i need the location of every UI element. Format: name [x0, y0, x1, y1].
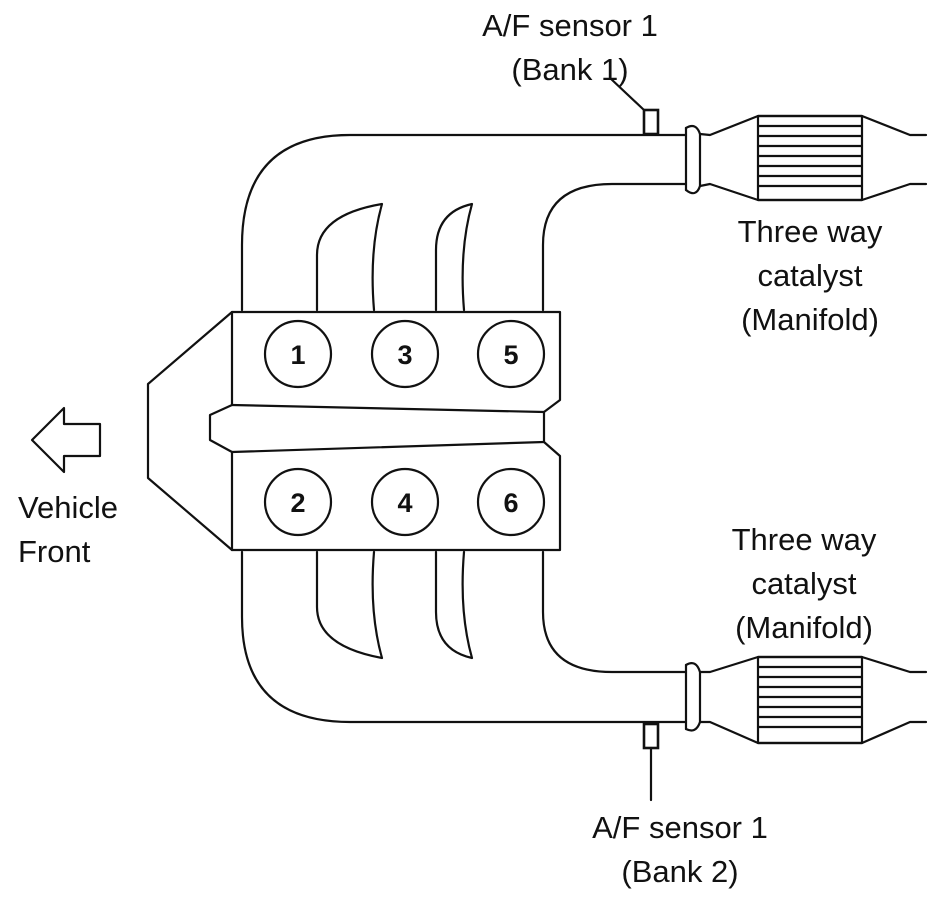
cylinder-6-label: 6: [503, 488, 518, 518]
catalyst-lower-title: Three way: [731, 522, 877, 557]
left-arrow-outline-icon: [30, 406, 102, 474]
cylinder-3-label: 3: [397, 340, 412, 370]
catalyst-lower: [684, 655, 928, 745]
af-sensor-bank-2-label: A/F sensor 1 (Bank 2): [550, 806, 810, 894]
af-sensor-bank-1-title: A/F sensor 1: [482, 8, 658, 43]
catalyst-upper-title: Three way: [737, 214, 883, 249]
af-sensor-bank-2-bank: (Bank 2): [621, 854, 739, 889]
af-sensor-bank-1-bank: (Bank 1): [511, 52, 629, 87]
cylinder-bank-2: 2 4 6: [263, 467, 546, 537]
catalyst-upper: [684, 114, 928, 202]
af-sensor-bank-2: [642, 722, 660, 802]
cylinder-6-circle: [476, 467, 546, 537]
vehicle-front-line1: Vehicle: [18, 490, 118, 525]
catalyst-lower-location: (Manifold): [735, 610, 873, 645]
vehicle-front-label: Vehicle Front: [18, 486, 158, 574]
cylinder-3-circle: [370, 319, 440, 389]
cylinder-2-label: 2: [290, 488, 305, 518]
cylinder-1-circle: [263, 319, 333, 389]
exhaust-manifold-bank-2: [240, 550, 688, 724]
cylinder-bank-1: 1 3 5: [263, 319, 546, 389]
catalyst-lower-label: Three way catalyst (Manifold): [694, 518, 914, 650]
cylinder-1-label: 1: [290, 340, 305, 370]
catalyst-lower-type: catalyst: [751, 566, 857, 601]
engine-block: [146, 310, 562, 552]
af-sensor-bank-2-icon: [642, 722, 660, 750]
catalyst-upper-type: catalyst: [757, 258, 863, 293]
af-sensor-bank-1-icon: [642, 108, 660, 136]
cylinder-4-label: 4: [397, 488, 412, 518]
cylinder-5-circle: [476, 319, 546, 389]
cylinder-2-circle: [263, 467, 333, 537]
af-sensor-bank-2-title: A/F sensor 1: [592, 810, 768, 845]
cylinder-5-label: 5: [503, 340, 518, 370]
catalyst-upper-label: Three way catalyst (Manifold): [700, 210, 920, 342]
vehicle-front-line2: Front: [18, 534, 91, 569]
catalyst-upper-location: (Manifold): [741, 302, 879, 337]
cylinder-4-circle: [370, 467, 440, 537]
exhaust-manifold-bank-1: [240, 133, 688, 312]
af-sensor-bank-1: [608, 76, 660, 136]
af-sensor-bank-1-label: A/F sensor 1 (Bank 1): [440, 4, 700, 92]
